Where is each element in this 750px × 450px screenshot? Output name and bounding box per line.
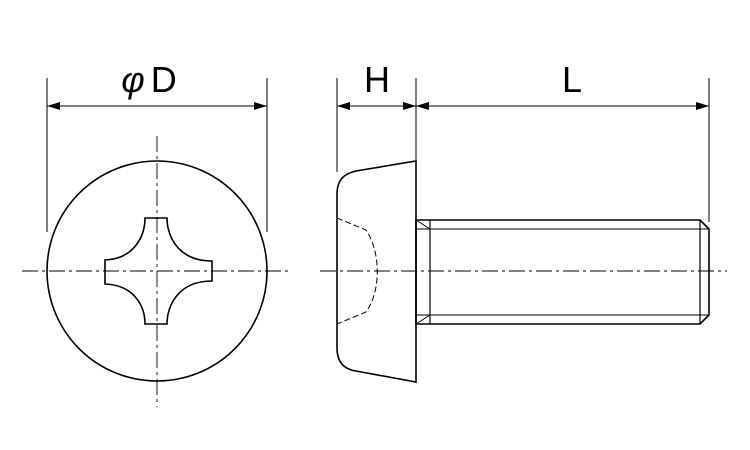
diameter-symbol: φ [121, 59, 144, 100]
head-recess-hidden-line [336, 217, 378, 325]
h-arrow-left [337, 102, 350, 110]
l-arrow-left [416, 102, 429, 110]
diameter-arrow-left [47, 102, 60, 110]
thread-chamfer-bottom [415, 314, 431, 325]
screw-shank [415, 219, 710, 325]
side-view [320, 78, 727, 383]
diameter-letter: D [151, 59, 177, 100]
thread-chamfer-top [415, 219, 431, 230]
head-height-label: H [364, 59, 390, 100]
front-view [22, 78, 291, 407]
l-arrow-right [696, 102, 709, 110]
phillips-cross-recess [104, 217, 213, 325]
length-label: L [562, 59, 582, 100]
h-arrow-right [403, 102, 416, 110]
diameter-arrow-right [254, 102, 267, 110]
screw-head-side [336, 160, 417, 383]
